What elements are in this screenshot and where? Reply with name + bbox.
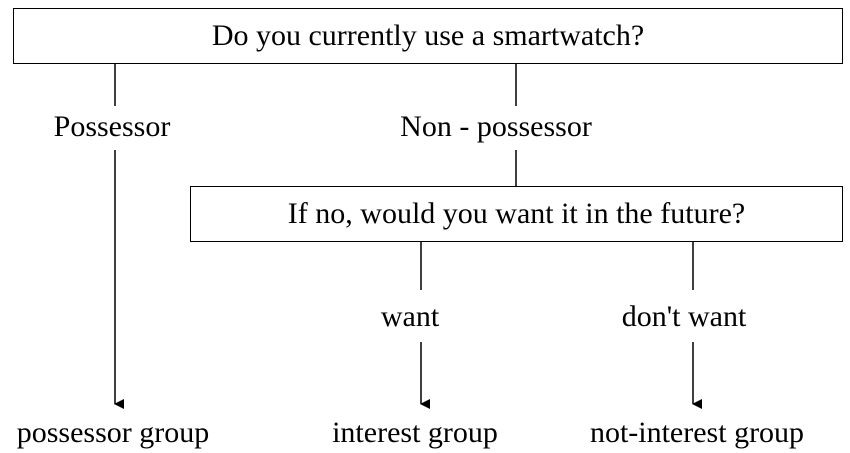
question-future-want-text: If no, would you want it in the future? bbox=[287, 197, 746, 230]
outcome-not-interest-group: not-interest group bbox=[589, 416, 805, 449]
question-box-current-use: Do you currently use a smartwatch? bbox=[13, 8, 843, 64]
question-current-use-text: Do you currently use a smartwatch? bbox=[211, 19, 645, 52]
question-box-future-want: If no, would you want it in the future? bbox=[190, 186, 843, 242]
outcome-interest-group: interest group bbox=[332, 416, 498, 449]
branch-label-possessor: Possessor bbox=[53, 110, 171, 143]
outcome-possessor-group: possessor group bbox=[16, 416, 210, 449]
branch-label-non-possessor: Non - possessor bbox=[400, 110, 592, 143]
branch-label-dont-want: don't want bbox=[621, 300, 747, 333]
branch-label-want: want bbox=[380, 300, 440, 333]
